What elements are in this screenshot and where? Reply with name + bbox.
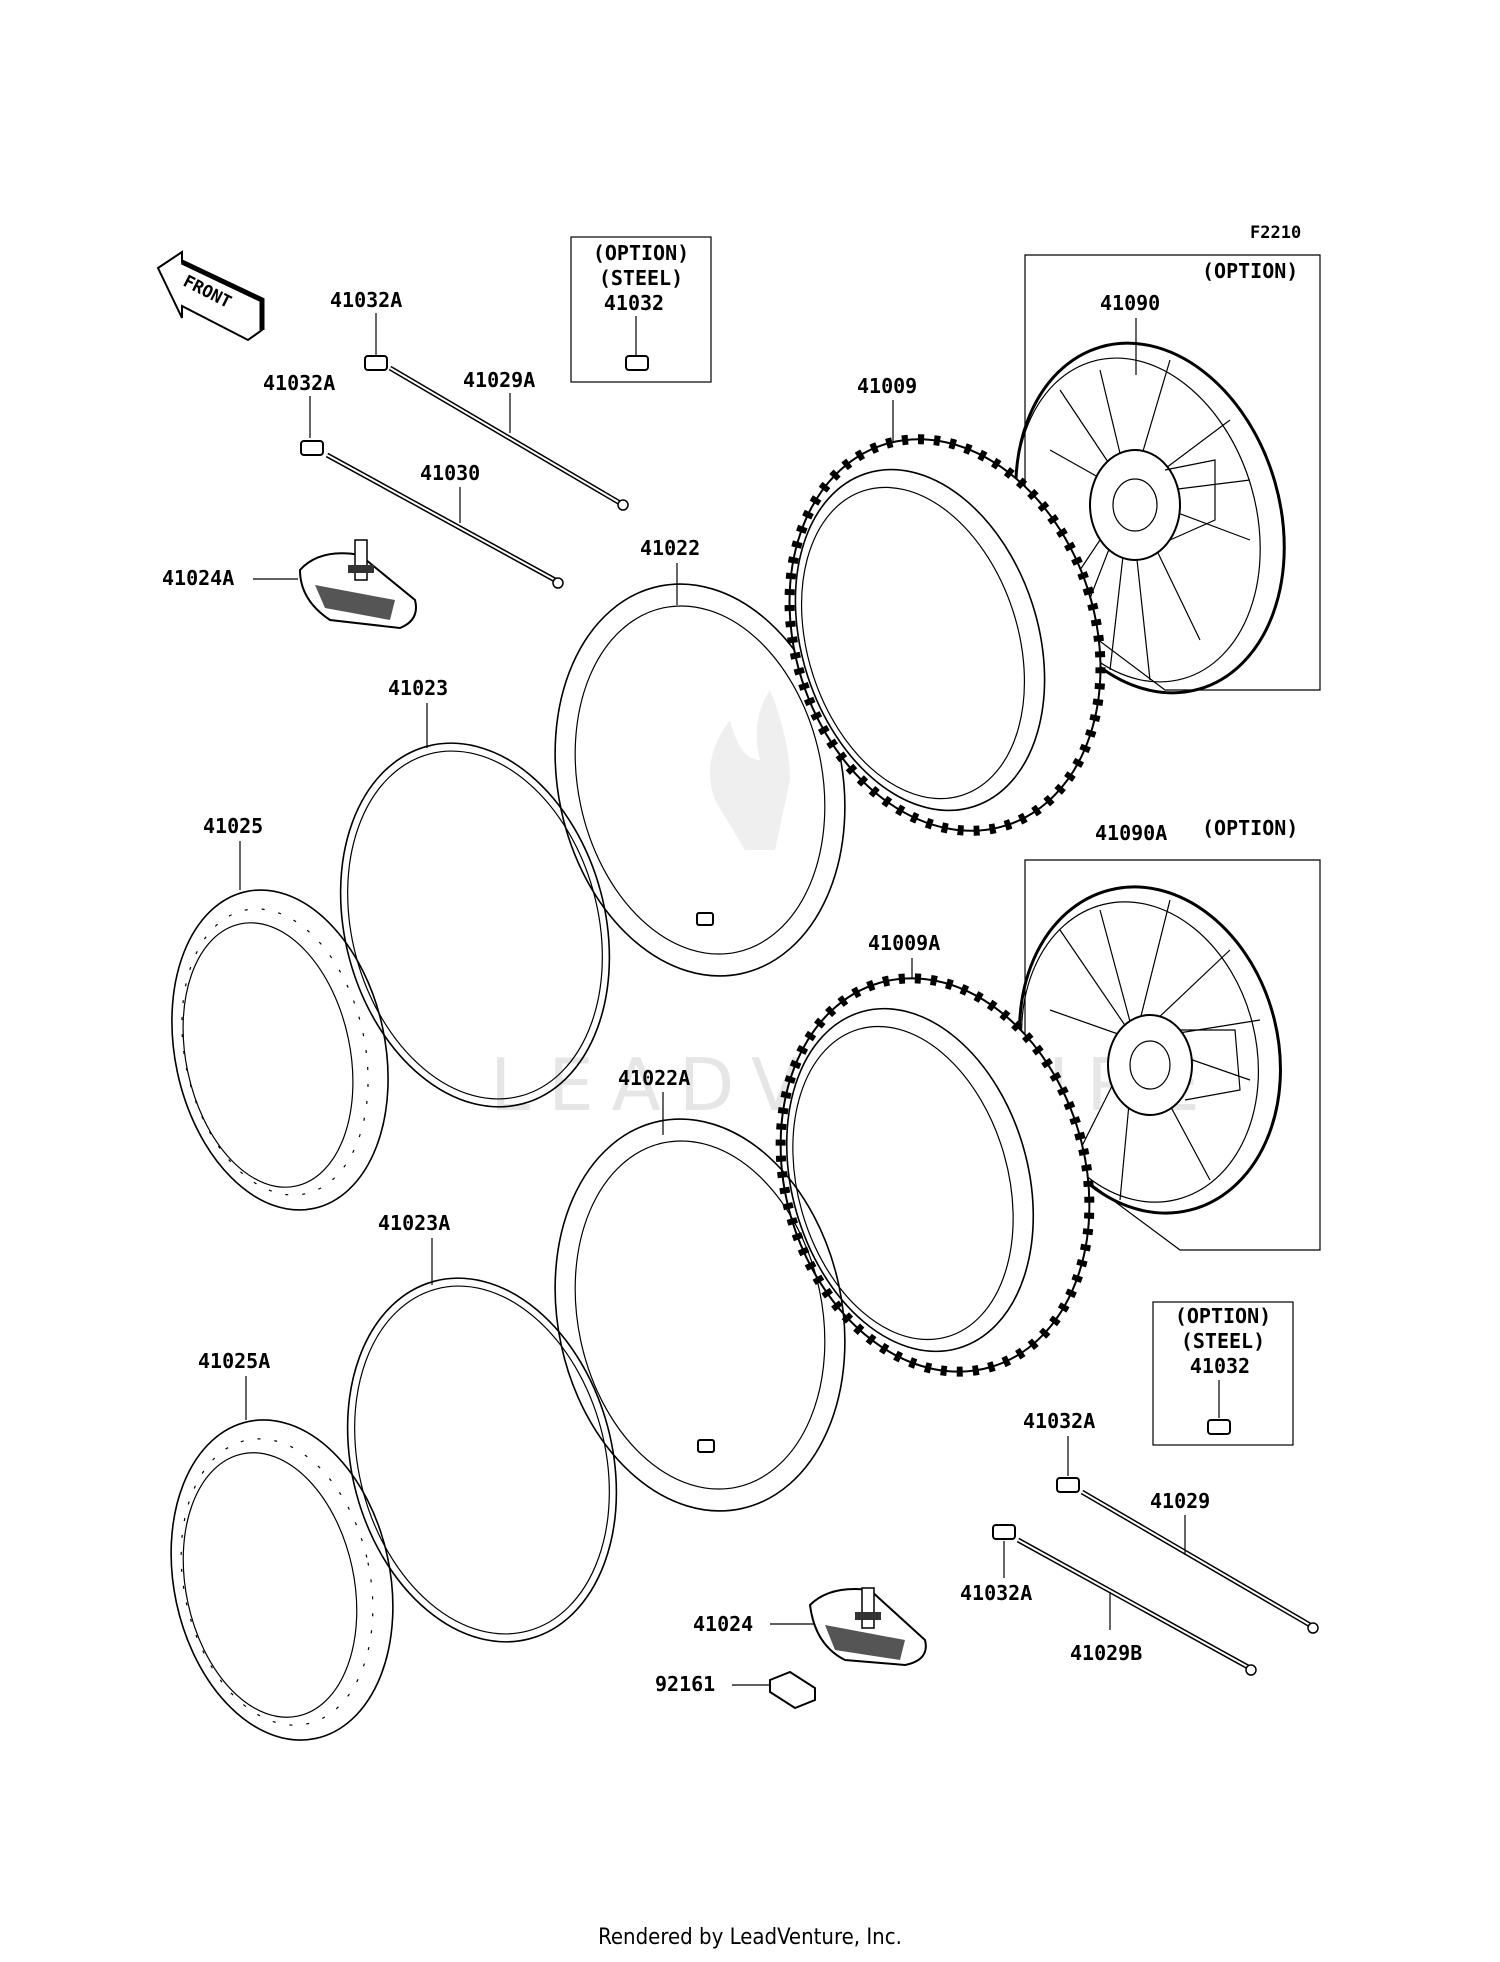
wheel-box-front-label: (OPTION) bbox=[1202, 259, 1298, 283]
diagram-code: F2210 bbox=[1250, 223, 1301, 243]
tube-rear: 41022A bbox=[554, 1066, 846, 1512]
tire-front: 41009 bbox=[784, 374, 1106, 836]
label-41009A: 41009A bbox=[868, 931, 940, 955]
spoke-set-top: 41032A 41029A 41032A 41030 bbox=[263, 288, 629, 589]
spoke-set-bottom: 41032A 41029 41032A 41029B bbox=[960, 1409, 1319, 1676]
label-41030: 41030 bbox=[420, 461, 480, 485]
label-41032A-d: 41032A bbox=[960, 1581, 1032, 1605]
label-41032A-c: 41032A bbox=[1023, 1409, 1095, 1433]
label-41029B: 41029B bbox=[1070, 1641, 1142, 1665]
tire-rear: 41009A bbox=[775, 931, 1095, 1377]
rim-strip-front: 41023 bbox=[339, 676, 611, 1108]
label-41029A: 41029A bbox=[463, 368, 535, 392]
option-box-top-part: 41032 bbox=[604, 291, 664, 315]
label-41032A-b: 41032A bbox=[263, 371, 335, 395]
wheel-box-front: (OPTION) 41090 bbox=[1014, 254, 1321, 695]
label-41024A: 41024A bbox=[162, 566, 234, 590]
label-41022: 41022 bbox=[640, 536, 700, 560]
option-box-bottom-part: 41032 bbox=[1190, 1354, 1250, 1378]
label-92161: 92161 bbox=[655, 1672, 715, 1696]
option-box-bottom-line2: (STEEL) bbox=[1181, 1329, 1265, 1353]
label-41024: 41024 bbox=[693, 1612, 753, 1636]
label-41029: 41029 bbox=[1150, 1489, 1210, 1513]
wheel-box-rear-part: 41090A bbox=[1095, 821, 1167, 845]
label-41009: 41009 bbox=[857, 374, 917, 398]
option-box-top: (OPTION) (STEEL) 41032 bbox=[570, 236, 712, 383]
rim-front: 41025 bbox=[171, 814, 389, 1211]
rim-rear: 41025A bbox=[170, 1349, 394, 1741]
label-41023: 41023 bbox=[388, 676, 448, 700]
rim-lock-top: 41024A bbox=[162, 539, 417, 630]
label-41023A: 41023A bbox=[378, 1211, 450, 1235]
option-box-top-line1: (OPTION) bbox=[593, 241, 689, 265]
label-41032A-a: 41032A bbox=[330, 288, 402, 312]
rim-strip-rear: 41023A bbox=[346, 1211, 618, 1643]
label-41022A: 41022A bbox=[618, 1066, 690, 1090]
label-41025: 41025 bbox=[203, 814, 263, 838]
option-box-bottom-line1: (OPTION) bbox=[1175, 1304, 1271, 1328]
rim-lock-bottom: 41024 bbox=[693, 1587, 927, 1667]
label-41025A: 41025A bbox=[198, 1349, 270, 1373]
option-box-top-line2: (STEEL) bbox=[599, 266, 683, 290]
wheel-box-front-part: 41090 bbox=[1100, 291, 1160, 315]
shim-92161: 92161 bbox=[655, 1670, 816, 1710]
front-arrow-icon: FRONT bbox=[156, 250, 265, 342]
option-box-bottom: (OPTION) (STEEL) 41032 bbox=[1152, 1301, 1294, 1446]
wheel-box-rear-label: (OPTION) bbox=[1202, 816, 1298, 840]
footer-credit: Rendered by LeadVenture, Inc. bbox=[598, 1925, 902, 1950]
